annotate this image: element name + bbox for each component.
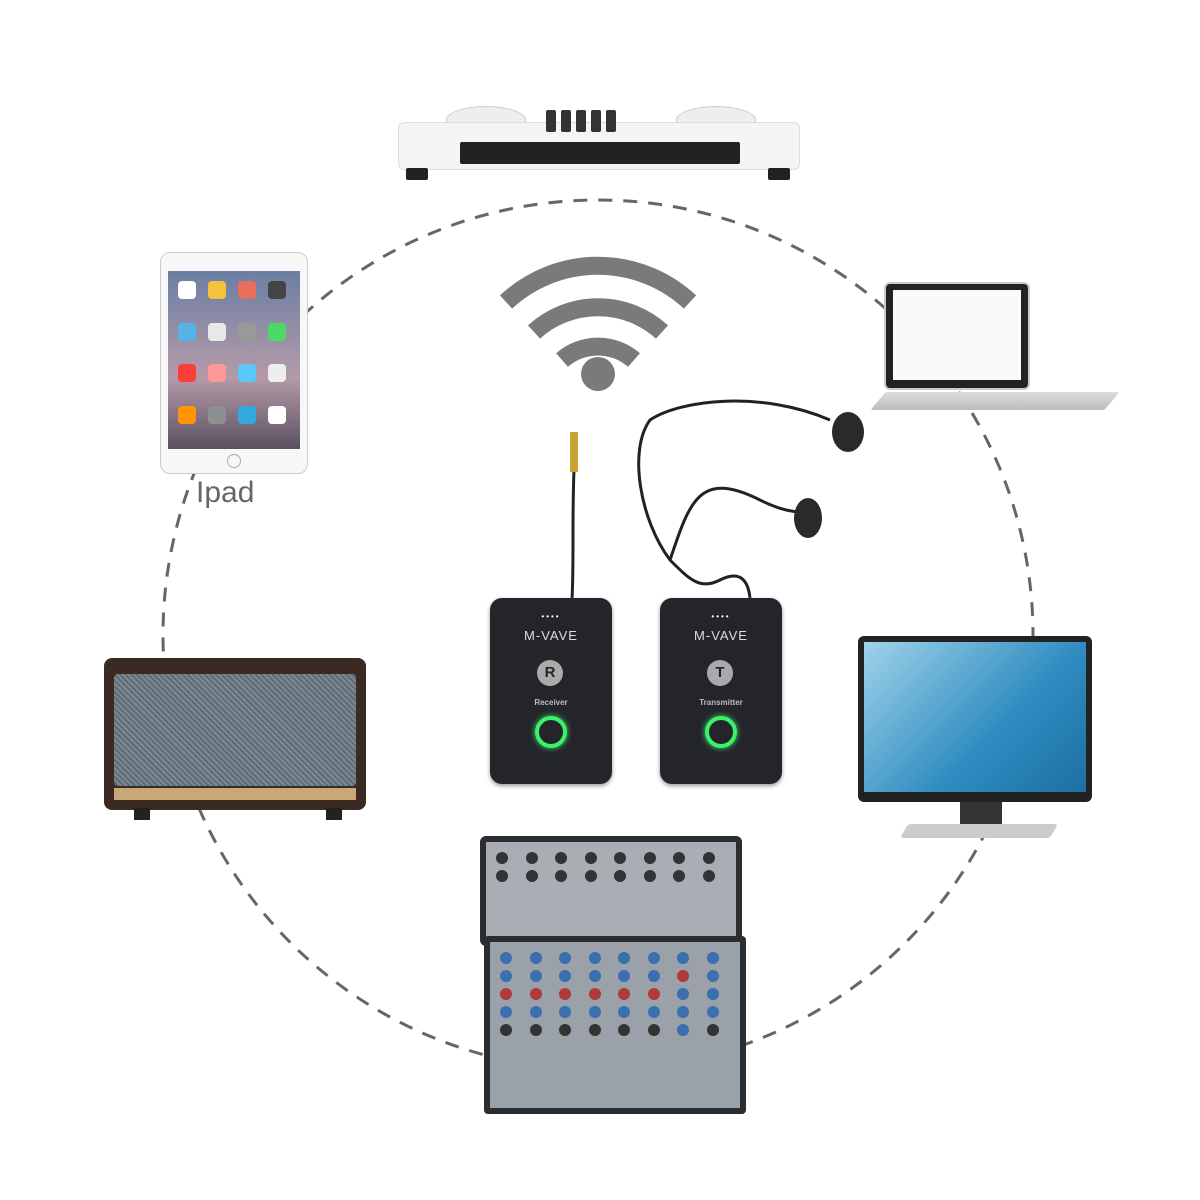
- brand-logo: M-VAVE: [694, 628, 748, 643]
- ipad-device: [160, 252, 308, 474]
- battery-indicator: ••••: [541, 612, 561, 621]
- ipad-screen: [168, 271, 300, 449]
- transmitter-icon: T: [707, 660, 733, 686]
- port-panel: [460, 142, 740, 164]
- ipad-label: Ipad: [196, 476, 255, 509]
- monitor-stand: [899, 824, 1059, 838]
- receiver-icon: R: [537, 660, 563, 686]
- monitor: [858, 636, 1092, 802]
- transmitter-label: Transmitter: [699, 698, 743, 707]
- receiver-label: Receiver: [534, 698, 568, 707]
- dj-controller: [398, 100, 800, 180]
- power-button[interactable]: [535, 716, 567, 748]
- battery-indicator: ••••: [711, 612, 731, 621]
- speaker: [104, 658, 366, 820]
- power-button[interactable]: [705, 716, 737, 748]
- audio-mixer: [480, 836, 750, 1114]
- transmitter-device: •••• M-VAVE T Transmitter: [660, 598, 782, 784]
- home-button: [227, 454, 241, 468]
- monitor-neck: [960, 802, 1002, 828]
- receiver-device: •••• M-VAVE R Receiver: [490, 598, 612, 784]
- cables-and-earphones: [570, 399, 864, 601]
- wifi-icon: [499, 256, 697, 391]
- brand-logo: M-VAVE: [524, 628, 578, 643]
